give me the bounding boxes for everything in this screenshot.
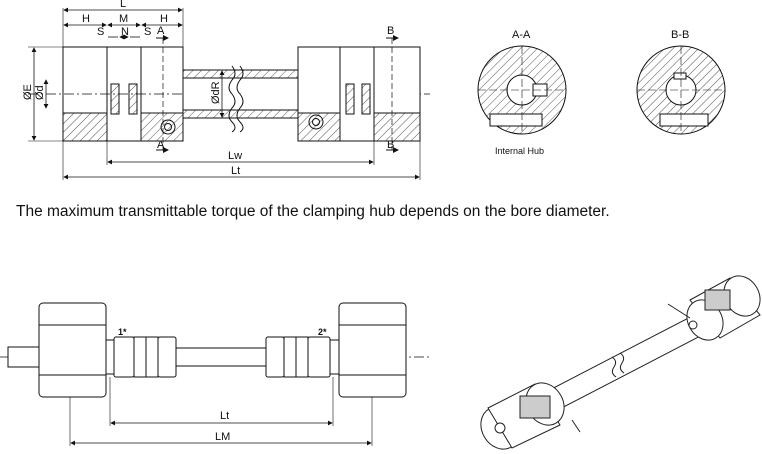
torque-caption: The maximum transmittable torque of the … (16, 203, 610, 220)
bottom-assembly-drawing (0, 302, 430, 446)
dim-H-left-label: H (82, 13, 90, 25)
dim-Lt-label: Lt (231, 165, 240, 177)
dim-H-right-label: H (160, 13, 168, 25)
section-B-top-label: B (387, 25, 394, 37)
dim-M-label: M (119, 13, 128, 25)
bottom-dim-Lt-label: Lt (220, 410, 229, 422)
dim-L-label: L (120, 0, 126, 10)
dim-N-label: N (121, 26, 129, 38)
top-assembly-drawing (28, 7, 430, 180)
section-aa-title: A-A (512, 29, 531, 41)
section-view-aa (477, 45, 567, 135)
section-A-bottom-label: A (157, 139, 165, 151)
dim-d-label: Ød (34, 85, 46, 100)
internal-hub-label: Internal Hub (495, 146, 544, 156)
marker-2-label: 2* (318, 327, 327, 337)
section-B-bottom-label: B (387, 139, 394, 151)
bottom-dim-LM-label: LM (215, 431, 230, 443)
dim-S-left-label: S (97, 26, 104, 38)
section-A-top-label: A (157, 25, 165, 37)
dim-E-label: ØE (22, 84, 34, 100)
dim-S-right-label: S (144, 26, 151, 38)
section-bb-title: B-B (671, 29, 689, 41)
dim-Lw-label: Lw (228, 150, 242, 162)
section-view-bb (636, 45, 726, 135)
marker-1-label: 1* (118, 327, 127, 337)
isometric-coupling-view (480, 275, 761, 450)
dim-dR-label: ØdR (210, 81, 222, 104)
top-drawing-labels: L H M H S N S A A B B ØE Ød ØdR Lw Lt (22, 0, 394, 177)
